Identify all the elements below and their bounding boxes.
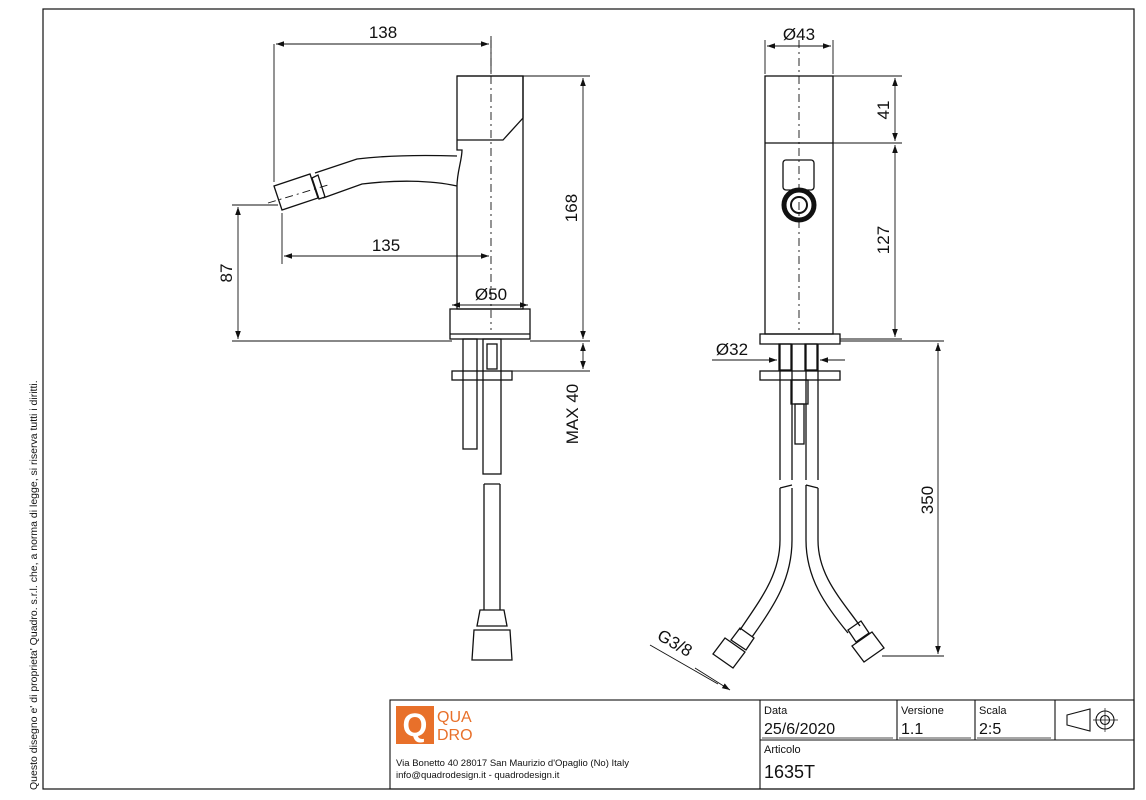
fixing-plate <box>451 370 513 381</box>
hose-nut-side <box>471 609 513 661</box>
version-value: 1.1 <box>901 721 923 738</box>
dim-base-diameter: Ø50 <box>475 285 507 304</box>
dim-outlet-height: 87 <box>217 264 236 283</box>
fixing-plate-front <box>759 370 841 381</box>
dim-max-deck: MAX 40 <box>563 384 582 444</box>
dim-spout-reach: 138 <box>369 23 397 42</box>
hose-front-right <box>805 484 861 634</box>
date-value: 25/6/2020 <box>764 721 835 738</box>
hose-nut-front-right <box>847 620 885 663</box>
version-label: Versione <box>901 705 944 717</box>
dim-body-diameter: Ø43 <box>783 25 815 44</box>
side-dimensions <box>232 36 590 372</box>
logo-line-2: DRO <box>437 727 473 744</box>
company-address: Via Bonetto 40 28017 San Maurizio d'Opag… <box>396 758 629 769</box>
article-label: Articolo <box>764 744 801 756</box>
dim-hole-diameter: Ø32 <box>716 340 748 359</box>
company-contact: info@quadrodesign.it - quadrodesign.it <box>396 770 560 781</box>
hose-front-left <box>739 484 793 638</box>
hose-nut-front-left <box>712 627 755 669</box>
date-label: Data <box>764 705 788 717</box>
dim-top-height: 41 <box>874 101 893 120</box>
faucet-body-side <box>456 75 524 310</box>
dim-hose-length: 350 <box>918 486 937 514</box>
dim-spout-projection: 135 <box>372 236 400 255</box>
spout <box>314 154 458 199</box>
logo-q-icon: Q <box>403 707 428 743</box>
aerator <box>273 173 326 211</box>
dim-thread: G3/8 <box>654 626 695 661</box>
front-view <box>712 40 885 669</box>
logo-line-1: QUA <box>437 709 472 726</box>
logo-square <box>396 706 434 744</box>
hose-side <box>483 483 501 610</box>
lever-cut <box>457 75 524 141</box>
title-block <box>389 699 1135 790</box>
projection-symbol-icon <box>1066 708 1118 732</box>
scale-value: 2:5 <box>979 721 1001 738</box>
dim-body-height: 168 <box>562 194 581 222</box>
dim-lever-height: 127 <box>874 226 893 254</box>
front-dimensions <box>649 40 944 691</box>
copyright-note: Questo disegno e' di proprieta' Quadro. … <box>28 380 40 790</box>
drawing-frame <box>42 8 1135 790</box>
base-front <box>759 333 841 345</box>
side-view <box>267 40 531 661</box>
scale-label: Scala <box>979 705 1007 717</box>
article-value: 1635T <box>764 762 815 782</box>
